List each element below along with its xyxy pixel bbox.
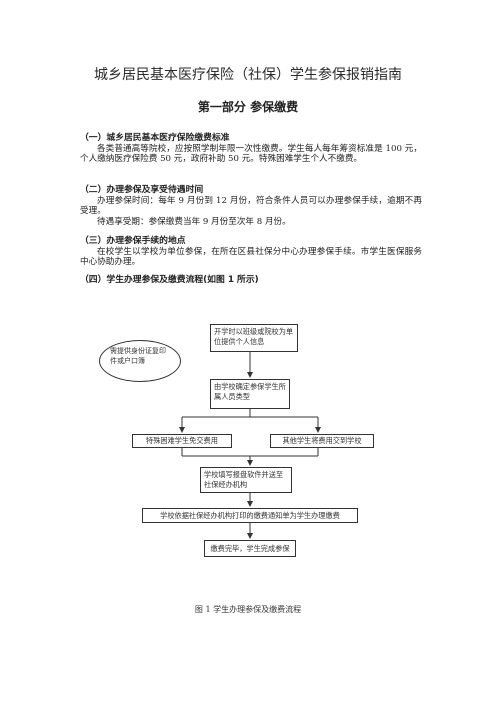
flow-branch-right: 其他学生将费用交到学校 — [270, 434, 374, 448]
section-2-heading: （二）办理参保及享受待遇时间 — [80, 185, 204, 195]
flow-step-1: 开学时以班级或院校为单位提供个人信息 — [210, 324, 298, 352]
section-4: （四）学生办理参保及缴费流程(如图 1 所示) — [80, 275, 422, 286]
section-1-paragraph: 各类普通高等院校，应按照学制年限一次性缴费。学生每人每年筹资标准是 100 元，… — [80, 143, 422, 165]
flow-step-5: 缴费完毕，学生完成参保 — [204, 540, 296, 557]
section-3-heading: （三）办理参保手续的地点 — [80, 236, 186, 246]
flow-step-4: 学校依据社保经办机构打印的缴费通知单为学生办理缴费 — [142, 508, 358, 523]
section-2-paragraph-2: 待遇享受期：参保缴费当年 9 月份至次年 8 月份。 — [97, 216, 291, 227]
section-2-paragraph-1: 办理参保时间：每年 9 月份到 12 月份，符合条件人员可以办理参保手续，逾期不… — [80, 195, 422, 217]
flow-side-note: 需提供身份证复印件或户口簿 — [99, 340, 181, 382]
section-4-heading: （四）学生办理参保及缴费流程(如图 1 所示) — [80, 275, 259, 285]
section-3-paragraph: 在校学生以学校为单位参保，在所在区县社保分中心办理参保手续。市学生医保服务中心协… — [80, 246, 422, 268]
flow-branch-left: 特殊困难学生免交费用 — [132, 434, 232, 448]
section-1-heading: （一）城乡居民基本医疗保险缴费标准 — [80, 133, 230, 143]
section-1: （一）城乡居民基本医疗保险缴费标准 各类普通高等院校，应按照学制年限一次性缴费。… — [80, 133, 422, 165]
part-title: 第一部分 参保缴费 — [197, 100, 299, 114]
page-title: 城乡居民基本医疗保险（社保）学生参保报销指南 — [94, 67, 402, 83]
section-2: （二）办理参保及享受待遇时间 办理参保时间：每年 9 月份到 12 月份，符合条… — [80, 185, 422, 227]
section-3: （三）办理参保手续的地点 在校学生以学校为单位参保，在所在区县社保分中心办理参保… — [80, 236, 422, 268]
flow-step-2: 由学校确定参保学生所属人员类型 — [210, 379, 290, 409]
figure-caption: 图 1 学生办理参保及缴费流程 — [194, 605, 302, 614]
flow-step-3: 学校填写报盘软件并送至社保经办机构 — [200, 467, 292, 493]
